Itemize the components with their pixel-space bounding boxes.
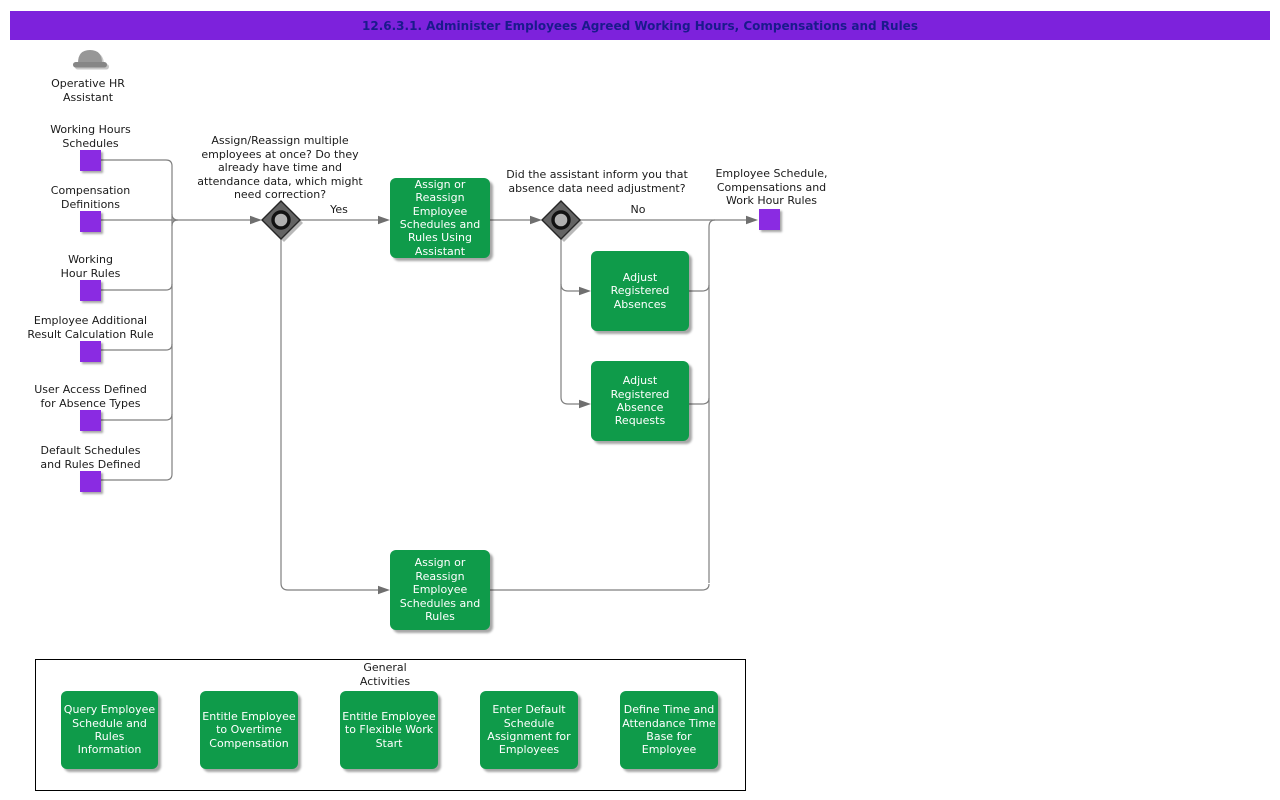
activity-define-time-attendance-time-base[interactable]: Define Time and Attendance Time Base for… [620,691,718,769]
decision1-yes-label: Yes [330,203,348,216]
decision-gateway-2 [541,200,583,242]
task-assign-reassign-using-assistant[interactable]: Assign or Reassign Employee Schedules an… [390,178,490,258]
input-node-working-hour-rules[interactable] [80,280,101,301]
input-label-user-access-defined-for-absence-types: User Access Defined for Absence Types [34,383,147,410]
input-label-working-hours-schedules: Working Hours Schedules [50,123,131,150]
task-assign-reassign-manual-label: Assign or Reassign Employee Schedules an… [399,556,481,624]
result-label-employee-schedule: Employee Schedule, Compensations and Wor… [715,167,828,207]
decision2-no-label: No [630,203,646,216]
actor-label: Operative HR Assistant [51,77,125,104]
input-node-working-hours-schedules[interactable] [80,150,101,171]
activity-query-employee-schedule[interactable]: Query Employee Schedule and Rules Inform… [61,691,158,769]
bowler-hat-icon [73,50,109,70]
decision2-question: Did the assistant inform you that absenc… [506,168,688,195]
result-node-employee-schedule[interactable] [759,209,780,230]
input-label-employee-additional-result-calculation-rule: Employee Additional Result Calculation R… [27,314,154,341]
input-label-compensation-definitions: Compensation Definitions [50,184,131,211]
input-label-working-hour-rules: Working Hour Rules [60,253,121,280]
decision1-question: Assign/Reassign multiple employees at on… [197,134,363,201]
input-node-employee-additional-result-calculation-rule[interactable] [80,341,101,362]
activity-define-time-attendance-time-base-label: Define Time and Attendance Time Base for… [622,703,716,757]
task-assign-reassign-manual[interactable]: Assign or Reassign Employee Schedules an… [390,550,490,630]
diagram-title: 12.6.3.1. Administer Employees Agreed Wo… [362,18,918,33]
activity-enter-default-schedule-assignment[interactable]: Enter Default Schedule Assignment for Em… [480,691,578,769]
activity-enter-default-schedule-assignment-label: Enter Default Schedule Assignment for Em… [487,703,571,757]
task-assign-reassign-using-assistant-label: Assign or Reassign Employee Schedules an… [399,177,481,258]
input-node-compensation-definitions[interactable] [80,211,101,232]
activity-entitle-overtime-compensation[interactable]: Entitle Employee to Overtime Compensatio… [200,691,298,769]
input-label-default-schedules-and-rules-defined: Default Schedules and Rules Defined [40,444,141,471]
decision-gateway-1 [261,200,303,242]
activity-entitle-flexible-work-start-label: Entitle Employee to Flexible Work Start [342,709,436,750]
input-node-default-schedules-and-rules-defined[interactable] [80,471,101,492]
diagram-title-banner: 12.6.3.1. Administer Employees Agreed Wo… [10,11,1270,40]
activity-entitle-flexible-work-start[interactable]: Entitle Employee to Flexible Work Start [340,691,438,769]
task-adjust-registered-absence-requests[interactable]: Adjust Registered Absence Requests [591,361,689,441]
task-adjust-registered-absence-requests-label: Adjust Registered Absence Requests [610,374,670,428]
input-node-user-access-defined-for-absence-types[interactable] [80,410,101,431]
task-adjust-registered-absences[interactable]: Adjust Registered Absences [591,251,689,331]
activity-query-employee-schedule-label: Query Employee Schedule and Rules Inform… [63,703,156,757]
activity-entitle-overtime-compensation-label: Entitle Employee to Overtime Compensatio… [202,709,296,750]
general-activities-title: General Activities [359,661,411,688]
task-adjust-registered-absences-label: Adjust Registered Absences [610,270,670,311]
